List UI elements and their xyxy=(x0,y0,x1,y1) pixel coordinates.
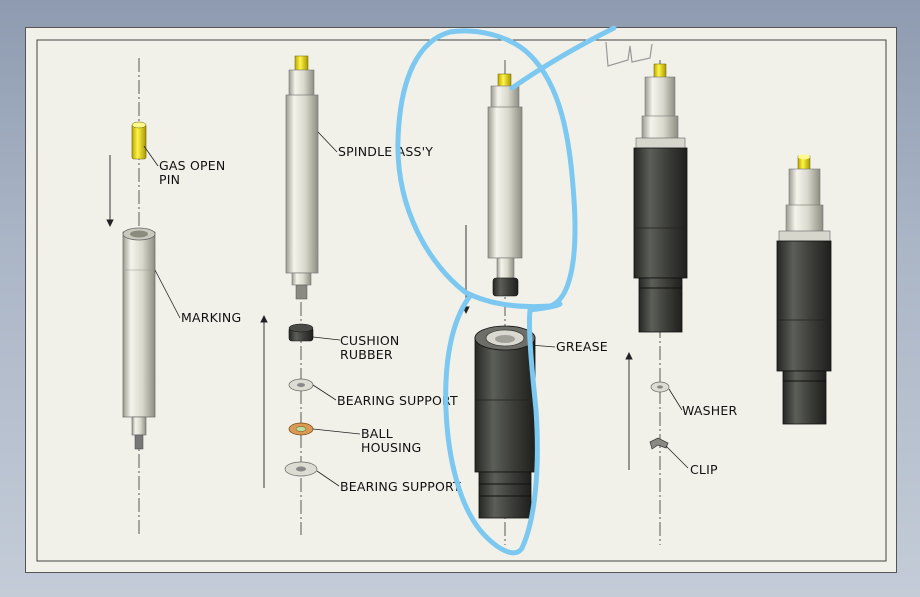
leader-lines xyxy=(143,131,689,487)
label-ball-housing-l2: HOUSING xyxy=(361,440,421,455)
bearing-support-lower xyxy=(284,461,318,477)
spindle-seal-ring xyxy=(492,277,519,297)
sheet-inner-border xyxy=(36,39,887,562)
label-gas-open-pin-l1: GAS OPEN xyxy=(159,158,225,173)
hand-drawn-annotation xyxy=(395,25,617,556)
label-spindle-assy: SPINDLE ASS'Y xyxy=(338,144,433,159)
part-labels: GAS OPEN PIN MARKING SPINDLE ASS'Y CUSHI… xyxy=(159,144,737,494)
label-ball-housing-l1: BALL xyxy=(361,426,393,441)
label-marking: MARKING xyxy=(181,310,241,325)
label-cushion-rubber-l1: CUSHION xyxy=(340,333,400,348)
cushion-rubber xyxy=(288,323,314,342)
label-gas-open-pin-l2: PIN xyxy=(159,172,180,187)
label-grease: GREASE xyxy=(556,339,608,354)
assembly-arrows xyxy=(106,155,633,488)
label-cushion-rubber-l2: RUBBER xyxy=(340,347,393,362)
final-assembly xyxy=(776,154,832,425)
scribble-mark xyxy=(605,41,653,67)
washer xyxy=(650,381,670,393)
assembled-unit xyxy=(633,63,688,333)
label-bearing-support-1: BEARING SUPPORT xyxy=(337,393,458,408)
bearing-support-upper xyxy=(288,378,314,392)
clip xyxy=(649,437,669,450)
spindle-upper xyxy=(487,73,523,279)
label-bearing-support-2: BEARING SUPPORT xyxy=(340,479,461,494)
spindle-assembly xyxy=(285,55,319,300)
label-washer: WASHER xyxy=(682,403,737,418)
label-clip: CLIP xyxy=(690,462,718,477)
marking-body xyxy=(122,227,156,450)
ball-housing xyxy=(288,422,314,436)
gas-open-pin xyxy=(131,121,147,160)
housing-with-grease xyxy=(474,325,536,519)
